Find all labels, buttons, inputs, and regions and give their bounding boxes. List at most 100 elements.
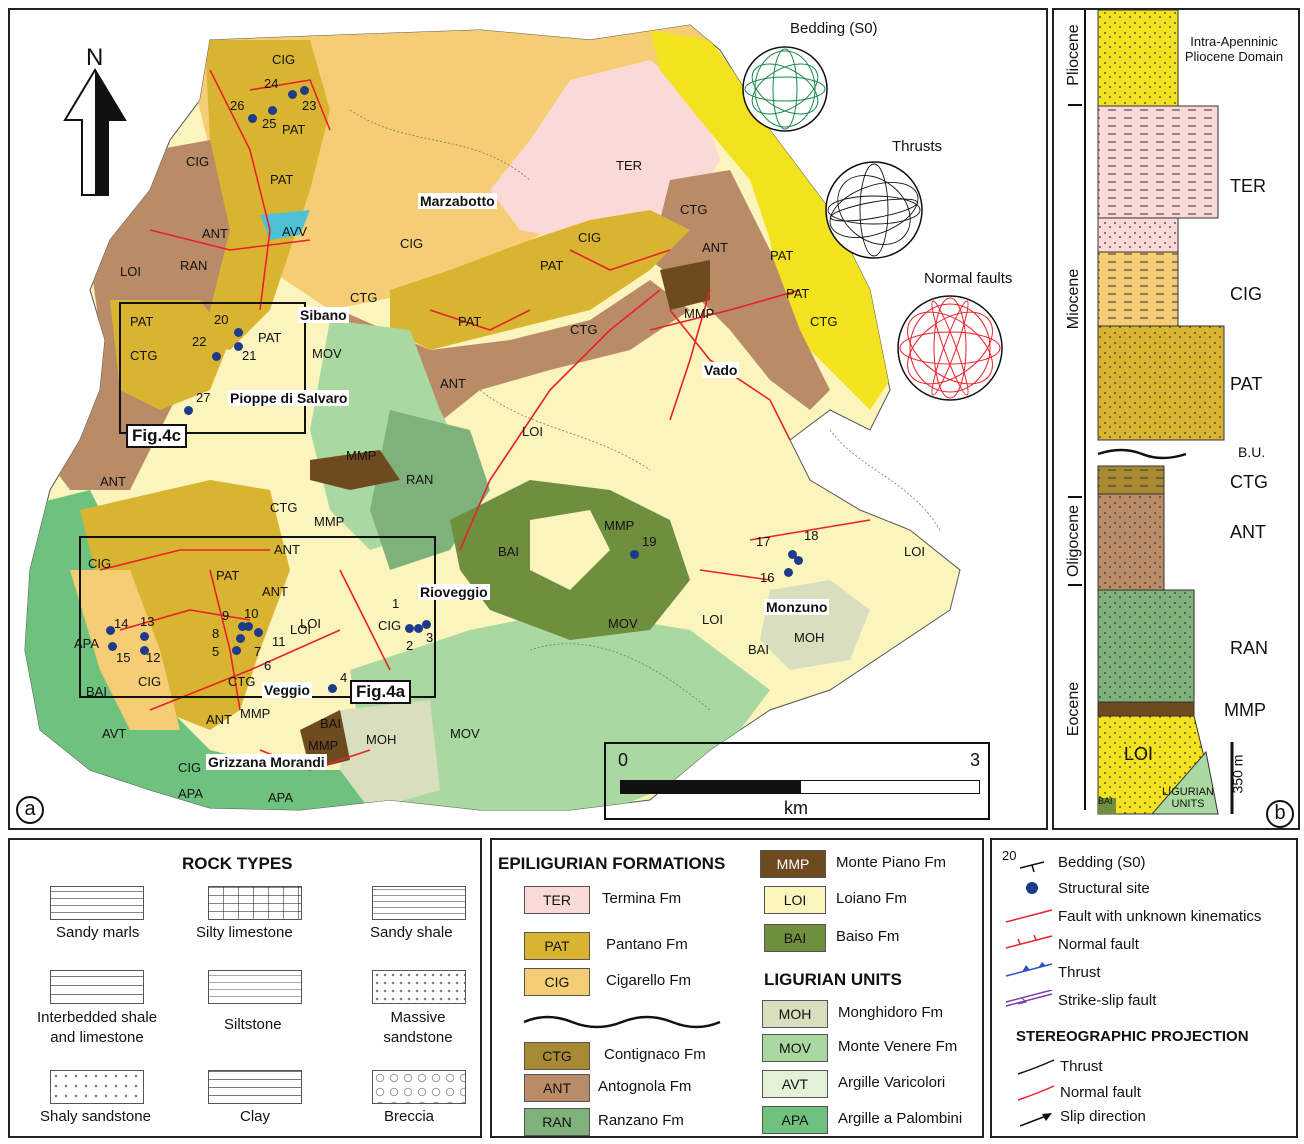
unit-label: PAT: [282, 122, 306, 137]
site-label: 24: [264, 76, 279, 91]
unit-label: MOV: [608, 616, 638, 631]
unit-pat-east: [650, 30, 890, 410]
column-unit-pat: PAT: [1230, 374, 1263, 394]
unit-label: PAT: [216, 568, 240, 583]
unit-label: BAI: [320, 716, 341, 731]
legend-name-ant: Antognola Fm: [598, 1078, 692, 1095]
site-label: 14: [114, 616, 129, 631]
site-label: 20: [214, 312, 229, 327]
unit-label: CTG: [680, 202, 708, 217]
unit-label: CIG: [578, 230, 602, 245]
sym-label-site: Structural site: [1058, 880, 1150, 897]
scale-start: 0: [618, 750, 629, 770]
site-label: 15: [116, 650, 131, 665]
stereonet-thrusts: Thrusts: [818, 136, 998, 266]
unit-label: PAT: [130, 314, 154, 329]
column-unit-ter: TER: [1230, 176, 1266, 196]
site-label: 17: [756, 534, 771, 549]
thrust-icon: [1005, 962, 1053, 977]
site-label: 4: [340, 670, 348, 685]
inset-label-fig4c: Fig.4c: [126, 424, 188, 448]
site-label: 13: [140, 614, 155, 629]
site-label: 12: [146, 650, 161, 665]
unit-label: LOI: [120, 264, 141, 279]
inset-label-fig4a: Fig.4a: [350, 680, 412, 704]
epoch-miocene: Miocene: [1065, 268, 1082, 330]
site-label: 10: [244, 606, 259, 621]
rock-swatch-siltstone: [208, 970, 302, 1004]
legend-swatch-bai: BAI: [764, 924, 826, 952]
unit-label: MMP: [346, 448, 377, 463]
unit-mov-south: [350, 610, 770, 810]
site-dot: [108, 642, 117, 651]
stereo-label-thrust: Thrust: [1060, 1058, 1103, 1075]
column-loi: LOI: [1124, 744, 1154, 764]
panel-b-label: b: [1266, 800, 1294, 828]
rock-swatch-shaly-sandstone: [50, 1070, 144, 1104]
rock-label-massive-sandstone: Massive sandstone: [383, 1009, 453, 1046]
town-rioveggio: Rioveggio: [418, 584, 490, 600]
legend-name-ran: Ranzano Fm: [598, 1112, 684, 1129]
legend-formations: EPILIGURIAN FORMATIONS LIGURIAN UNITS TE…: [490, 838, 984, 1138]
site-label: 22: [192, 334, 207, 349]
legend-symbols: 20 Bedding (S0) Structural site Fault wi…: [990, 838, 1298, 1138]
map-panel: N a 0 3 km Bedding (S0) Thrusts Normal f…: [8, 8, 1048, 830]
site-dot: [794, 556, 803, 565]
stereonet-bedding-title: Bedding (S0): [790, 20, 878, 37]
north-label: N: [86, 44, 104, 71]
stereonet-bedding: Bedding (S0): [740, 14, 940, 134]
epoch-divider-1: [1068, 104, 1082, 106]
legend-swatch-apa: APA: [762, 1106, 828, 1134]
unit-label: ANT: [262, 584, 288, 599]
town-vado: Vado: [702, 362, 740, 378]
scale-unit: km: [784, 798, 808, 818]
rock-label-silty-limestone: Silty limestone: [196, 924, 293, 941]
stereo-normal-icon: [1017, 1085, 1055, 1101]
column-thickness: 350 m: [1229, 754, 1246, 794]
site-dot: [244, 622, 253, 631]
unit-label: PAT: [770, 248, 794, 263]
rock-swatch-sandy-marls: [50, 886, 144, 920]
unit-cig-southwest: [70, 570, 180, 730]
site-dot: [422, 620, 431, 629]
unit-label: RAN: [406, 472, 434, 487]
epoch-eocene: Eocene: [1065, 681, 1082, 737]
bedding-icon: [1019, 861, 1045, 873]
bedding-symbol: 20: [1002, 848, 1046, 874]
site-label: 23: [302, 98, 317, 113]
town-monzuno: Monzuno: [764, 599, 830, 615]
rock-label-shaly-sandstone: Shaly sandstone: [40, 1108, 151, 1125]
rock-swatch-clay: [208, 1070, 302, 1104]
unit-label: LOI: [522, 424, 543, 439]
town-sibano: Sibano: [298, 307, 349, 323]
sym-label-thrust: Thrust: [1058, 964, 1101, 981]
legend-name-mmp: Monte Piano Fm: [836, 854, 947, 871]
unit-mmp-2: [660, 260, 710, 310]
epoch-divider-2: [1068, 496, 1082, 498]
unit-label: CTG: [810, 314, 838, 329]
column-bai: BAI: [1098, 796, 1113, 806]
stereonet-normal: Normal faults: [890, 268, 1040, 408]
unit-label: CIG: [400, 236, 424, 251]
unit-label: APA: [268, 790, 294, 805]
site-dot: [232, 646, 241, 655]
unit-label: CIG: [138, 674, 162, 689]
site-dot: [268, 106, 277, 115]
site-label: 26: [230, 98, 245, 113]
stereo-label-normal: Normal fault: [1060, 1084, 1141, 1101]
legend-name-cig: Cigarello Fm: [606, 972, 692, 989]
sym-label-strike-slip: Strike-slip fault: [1058, 992, 1157, 1009]
rock-label-interbedded: Interbedded shale and limestone: [36, 1009, 158, 1046]
legend-name-pat: Pantano Fm: [606, 936, 688, 953]
unit-label: ANT: [702, 240, 728, 255]
rock-swatch-sandy-shale: [372, 886, 466, 920]
unit-label: MMP: [308, 738, 339, 753]
site-label: 16: [760, 570, 775, 585]
unconformity-symbol: [523, 1015, 721, 1029]
unit-label: APA: [178, 786, 204, 801]
site-dot: [630, 550, 639, 559]
inset-box-fig4c: [119, 302, 306, 434]
unit-label: AVT: [102, 726, 127, 741]
column-unit-mmp: MMP: [1224, 700, 1266, 720]
sym-label-bedding: Bedding (S0): [1058, 854, 1146, 871]
